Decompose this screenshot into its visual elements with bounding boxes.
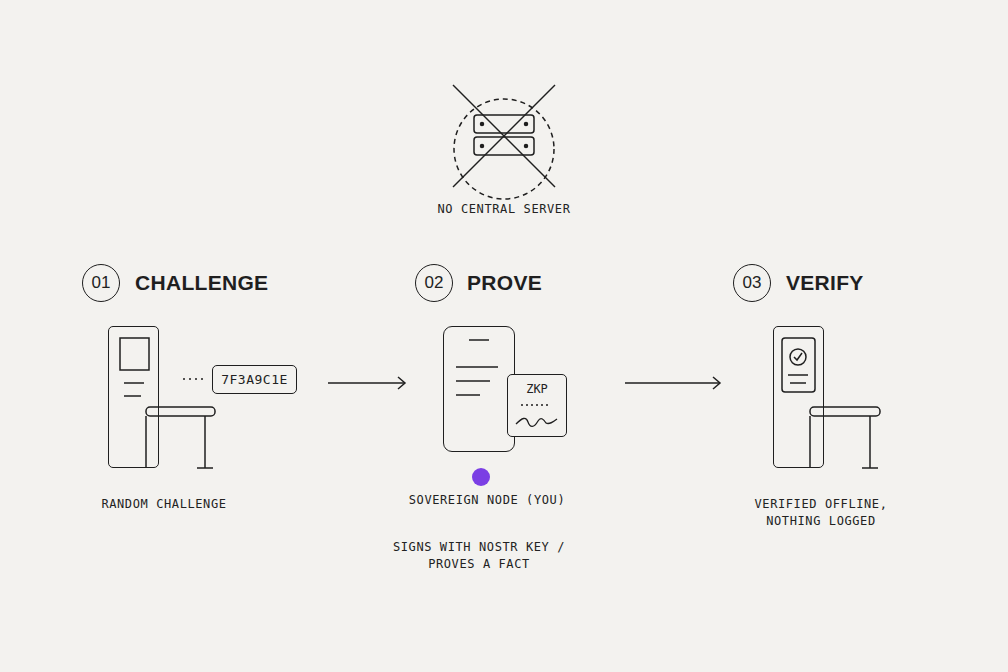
- kiosk-line: [790, 382, 806, 384]
- kiosk-desk-side: [145, 416, 147, 468]
- phone-line: [456, 366, 498, 368]
- step-number-text: 02: [425, 273, 444, 293]
- server-dashed-circle: [454, 99, 554, 199]
- phone-speaker: [469, 339, 489, 341]
- server-unit: [474, 137, 534, 155]
- server-led: [525, 123, 528, 126]
- server-caption: NO CENTRAL SERVER: [384, 201, 624, 218]
- kiosk-desk-foot: [197, 467, 213, 469]
- kiosk: VERIFIED OFFLINE, NOTHING LOGGED: [773, 326, 824, 468]
- challenge-code: 7F3A9C1E: [221, 372, 288, 387]
- step-title: PROVE: [467, 271, 542, 295]
- kiosk-line: [788, 374, 808, 376]
- cross-line: [453, 85, 555, 187]
- kiosk-desk-leg: [204, 416, 206, 468]
- server-led: [525, 145, 528, 148]
- phone-line: [456, 380, 490, 382]
- arrow-head: [398, 377, 405, 389]
- step-number: 02: [415, 264, 453, 302]
- kiosk-desk: [810, 407, 880, 416]
- kiosk-screen: [782, 338, 815, 392]
- server-unit: [474, 115, 534, 133]
- step-title: CHALLENGE: [135, 271, 268, 295]
- signature-squiggle: [516, 418, 557, 426]
- server-led: [481, 145, 484, 148]
- check-circle: [790, 349, 806, 365]
- kiosk-line: [124, 395, 141, 397]
- phone-line: [456, 394, 480, 396]
- dotted-leader: [183, 379, 207, 380]
- arrow-head: [713, 377, 720, 389]
- check-mark: [794, 353, 802, 360]
- kiosk: RANDOM CHALLENGE: [108, 326, 159, 468]
- kiosk-desk-foot: [862, 467, 878, 469]
- connector-line: [625, 382, 720, 384]
- step-number-text: 01: [92, 273, 111, 293]
- challenge-box: 7F3A9C1E: [212, 365, 297, 394]
- cross-line: [453, 85, 555, 187]
- caption: SOVEREIGN NODE (YOU): [377, 492, 597, 509]
- server-led: [481, 123, 484, 126]
- step-title: VERIFY: [786, 271, 864, 295]
- step-number: 03: [733, 264, 771, 302]
- step-number: 01: [82, 264, 120, 302]
- caption: SIGNS WITH NOSTR KEY / PROVES A FACT: [379, 539, 579, 573]
- step-number-text: 03: [743, 273, 762, 293]
- kiosk-desk-leg: [869, 416, 871, 468]
- zkp-dashes: [521, 404, 551, 405]
- connector-line: [328, 382, 405, 384]
- zkp-card: ZKP: [507, 374, 567, 437]
- phone: SOVEREIGN NODE (YOU)SIGNS WITH NOSTR KEY…: [443, 326, 515, 452]
- kiosk-desk: [146, 407, 215, 416]
- kiosk-desk-side: [809, 416, 811, 468]
- caption: RANDOM CHALLENGE: [74, 496, 254, 513]
- kiosk-screen: [120, 338, 149, 370]
- flow-arrow: [625, 377, 720, 389]
- caption: VERIFIED OFFLINE, NOTHING LOGGED: [736, 496, 906, 530]
- connector-line: [183, 378, 207, 380]
- kiosk-line: [124, 382, 144, 384]
- flow-arrow: [328, 377, 405, 389]
- zkp-label: ZKP: [508, 382, 566, 396]
- purple-dot: [472, 468, 490, 486]
